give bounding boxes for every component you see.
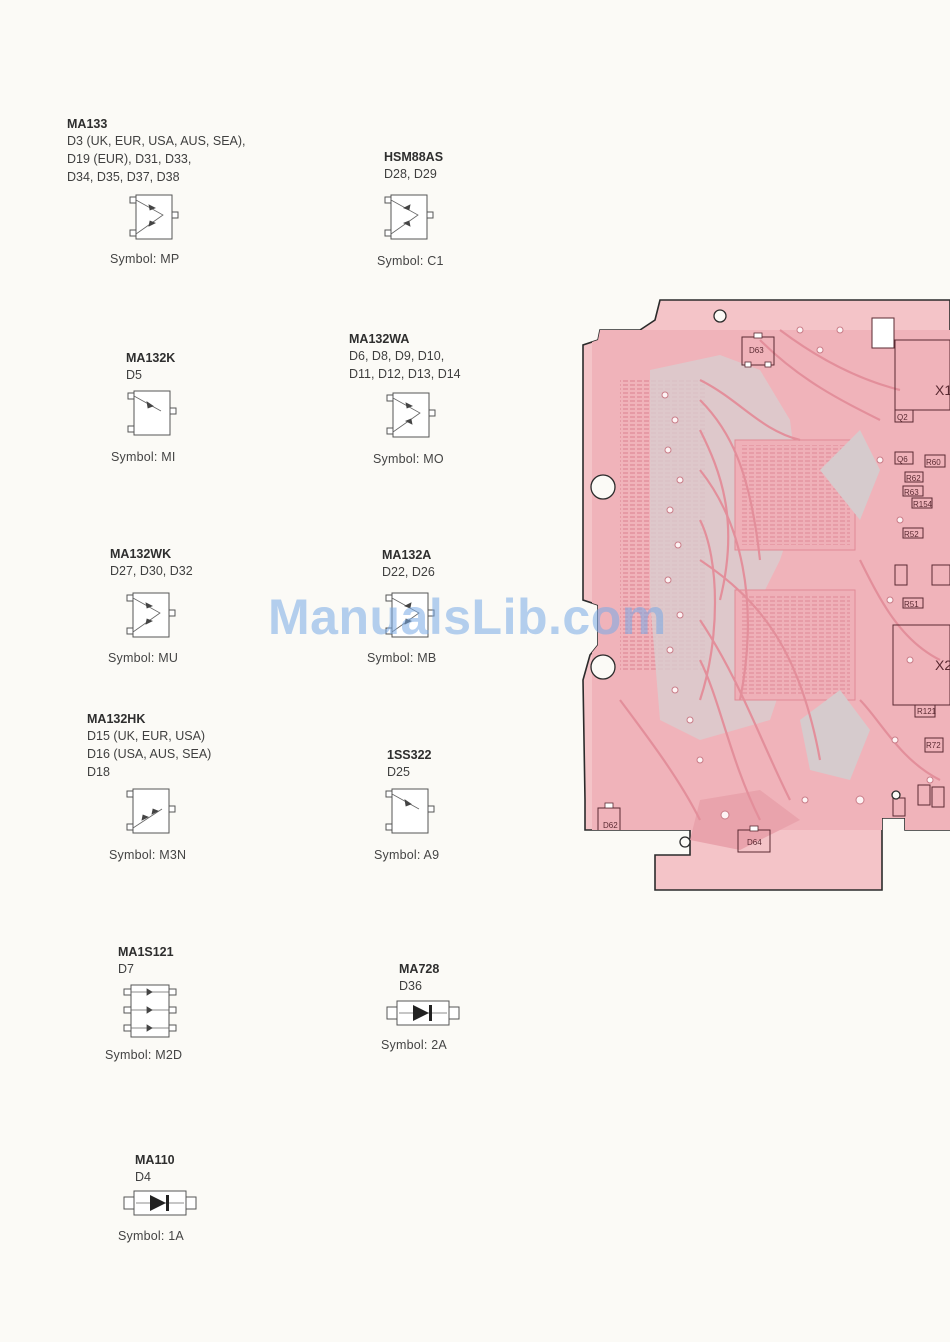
- symbol-label: Symbol: MP: [110, 252, 180, 266]
- pcb-label-d62: D62: [603, 821, 618, 830]
- part-designator-line: D28, D29: [384, 167, 437, 181]
- dual-common-cathode-diode-icon: [384, 194, 434, 240]
- part-ma133: MA133 D3 (UK, EUR, USA, AUS, SEA), D19 (…: [67, 116, 246, 186]
- pcb-label-r154: R154: [913, 500, 933, 509]
- symbol-label: Symbol: A9: [374, 848, 440, 862]
- pcb-label-r52: R52: [904, 530, 919, 539]
- pcb-label-q6: Q6: [897, 455, 908, 464]
- symbol-label: Symbol: MU: [108, 651, 179, 665]
- pcb-label-r72: R72: [926, 741, 941, 750]
- pcb-label-x2: X2: [935, 657, 950, 673]
- part-designator-line: D4: [135, 1170, 151, 1184]
- pcb-label-q2: Q2: [897, 413, 908, 422]
- part-ma110: MA110 D4: [135, 1152, 175, 1186]
- part-designator-line: D3 (UK, EUR, USA, AUS, SEA),: [67, 134, 246, 148]
- part-designator-line: D7: [118, 962, 134, 976]
- part-designator-line: D36: [399, 979, 422, 993]
- part-designator-line: D25: [387, 765, 410, 779]
- part-name: MA132HK: [87, 712, 146, 726]
- symbol-label: Symbol: MO: [373, 452, 444, 466]
- part-name: 1SS322: [387, 748, 432, 762]
- symbol-label: Symbol: 2A: [381, 1038, 447, 1052]
- part-name: MA728: [399, 962, 440, 976]
- part-hsm88as: HSM88AS D28, D29: [384, 149, 443, 183]
- triple-diode-6pin-icon: [123, 984, 177, 1038]
- part-designator-line: D5: [126, 368, 142, 382]
- single-diode-3pin-icon: [385, 788, 435, 834]
- part-ma132hk: MA132HK D15 (UK, EUR, USA) D16 (USA, AUS…: [87, 711, 211, 781]
- symbol-label: Symbol: C1: [377, 254, 444, 268]
- part-designator-line: D18: [87, 765, 110, 779]
- part-designator-line: D16 (USA, AUS, SEA): [87, 747, 212, 761]
- part-designator-line: D6, D8, D9, D10,: [349, 349, 445, 363]
- pcb-label-r63: R63: [904, 488, 919, 497]
- part-name: MA1S121: [118, 945, 174, 959]
- watermark: ManualsLib.com: [268, 589, 667, 645]
- part-name: MA132K: [126, 351, 176, 365]
- part-designator-line: D19 (EUR), D31, D33,: [67, 152, 192, 166]
- pcb-label-r62: R62: [906, 474, 921, 483]
- part-designator-line: D34, D35, D37, D38: [67, 170, 180, 184]
- part-designator-line: D27, D30, D32: [110, 564, 193, 578]
- part-name: MA133: [67, 117, 108, 131]
- part-name: MA132A: [382, 548, 432, 562]
- symbol-label: Symbol: M2D: [105, 1048, 183, 1062]
- two-terminal-diode-icon: [386, 1000, 460, 1026]
- part-designator-line: D15 (UK, EUR, USA): [87, 729, 206, 743]
- symbol-label: Symbol: MI: [111, 450, 176, 464]
- symbol-label: Symbol: MB: [367, 651, 437, 665]
- part-ma132wa: MA132WA D6, D8, D9, D10, D11, D12, D13, …: [349, 331, 461, 383]
- part-ma132k: MA132K D5: [126, 350, 175, 384]
- pcb-label-d63: D63: [749, 346, 764, 355]
- part-name: MA110: [135, 1153, 175, 1167]
- part-name: HSM88AS: [384, 150, 444, 164]
- part-designator-line: D22, D26: [382, 565, 435, 579]
- part-designator-line: D11, D12, D13, D14: [349, 367, 461, 381]
- symbol-label: Symbol: M3N: [109, 848, 187, 862]
- series-diode-pair-icon: [126, 788, 176, 834]
- part-ma132wk: MA132WK D27, D30, D32: [110, 546, 193, 580]
- pcb-label-r60: R60: [926, 458, 941, 467]
- part-name: MA132WA: [349, 332, 410, 346]
- pcb-label-x1: X1: [935, 382, 950, 398]
- part-name: MA132WK: [110, 547, 172, 561]
- two-terminal-diode-icon: [123, 1190, 197, 1216]
- dual-common-anode-diode-icon: [386, 392, 436, 438]
- part-1ss322: 1SS322 D25: [387, 747, 431, 781]
- part-ma132a: MA132A D22, D26: [382, 547, 435, 581]
- pcb-label-r51: R51: [904, 600, 919, 609]
- part-ma1s121: MA1S121 D7: [118, 944, 174, 978]
- pcb-label-r121: R121: [917, 707, 937, 716]
- part-ma728: MA728 D36: [399, 961, 439, 995]
- dual-series-diode-3pin-icon: [129, 194, 179, 240]
- dual-common-anode-diode-icon: [385, 592, 435, 638]
- dual-common-cathode-diode-icon: [126, 592, 176, 638]
- single-diode-3pin-icon: [127, 390, 177, 436]
- pcb-label-d64: D64: [747, 838, 762, 847]
- symbol-label: Symbol: 1A: [118, 1229, 184, 1243]
